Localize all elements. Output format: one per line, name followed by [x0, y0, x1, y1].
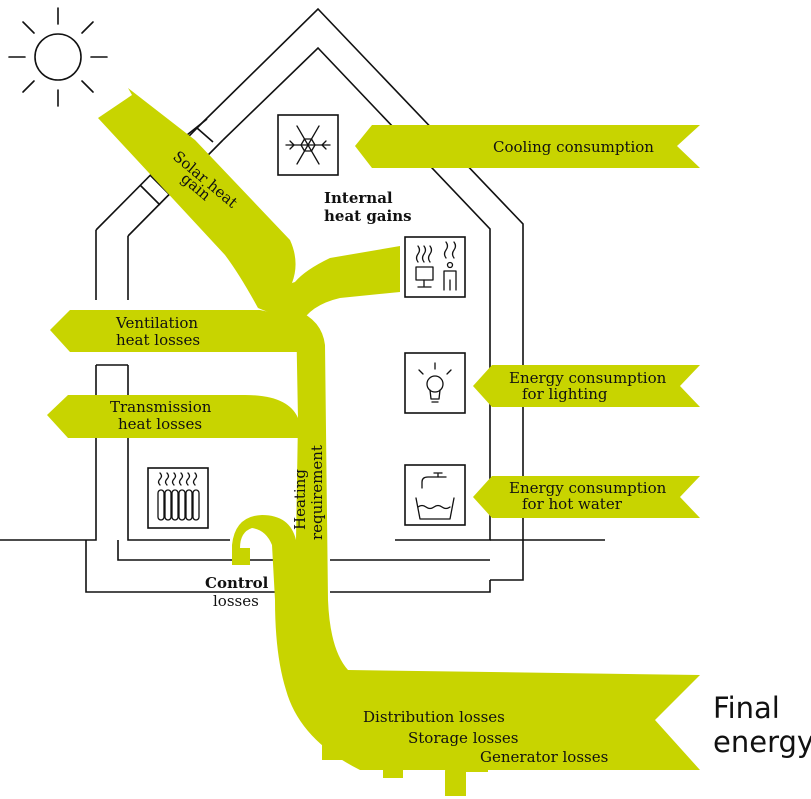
- transmission-label-2: heat losses: [118, 415, 202, 433]
- transmission-label-1: Transmission: [110, 398, 212, 416]
- control-losses-label-1: Control: [205, 574, 269, 592]
- control-losses-label-2: losses: [213, 592, 259, 610]
- distribution-losses-arrow: [322, 722, 364, 760]
- ventilation-label-1: Ventilation: [115, 314, 198, 332]
- final-energy-label-2: energy: [713, 725, 811, 759]
- cooling-arrow: [355, 125, 700, 168]
- radiator-icon: [147, 467, 209, 529]
- snowflake-icon: [277, 114, 339, 176]
- hotwater-label-1: Energy consumption: [509, 479, 667, 497]
- generator-losses-label: Generator losses: [480, 748, 608, 766]
- solar-gain-arrow: [98, 88, 296, 308]
- internal-gains-label-2: heat gains: [324, 207, 412, 225]
- ventilation-arrow: [50, 310, 302, 352]
- storage-losses-arrow: [383, 738, 425, 778]
- light-bulb-icon: [404, 352, 466, 414]
- heating-label-2: requirement: [308, 445, 326, 540]
- lighting-label-2: for lighting: [522, 385, 608, 403]
- sun-icon: [8, 7, 108, 107]
- final-energy-label-1: Final: [713, 691, 780, 725]
- cooling-label: Cooling consumption: [493, 138, 654, 156]
- control-losses-arrow: [232, 548, 250, 565]
- water-tap-icon: [404, 464, 466, 526]
- transmission-arrow: [47, 395, 300, 438]
- lighting-label-1: Energy consumption: [509, 369, 667, 387]
- lighting-arrow: [473, 365, 700, 407]
- storage-losses-label: Storage losses: [408, 729, 519, 747]
- hotwater-label-2: for hot water: [522, 495, 623, 513]
- heating-label-1: Heating: [291, 469, 309, 530]
- internal-gains-label-1: Internal: [324, 189, 393, 207]
- heating-requirement-arrow: [232, 310, 700, 770]
- distribution-losses-label: Distribution losses: [363, 708, 505, 726]
- people-computer-icon: [404, 236, 466, 298]
- energy-flows: [47, 88, 700, 796]
- ventilation-label-2: heat losses: [116, 331, 200, 349]
- generator-losses-arrow: [445, 755, 488, 796]
- hotwater-arrow: [473, 476, 700, 518]
